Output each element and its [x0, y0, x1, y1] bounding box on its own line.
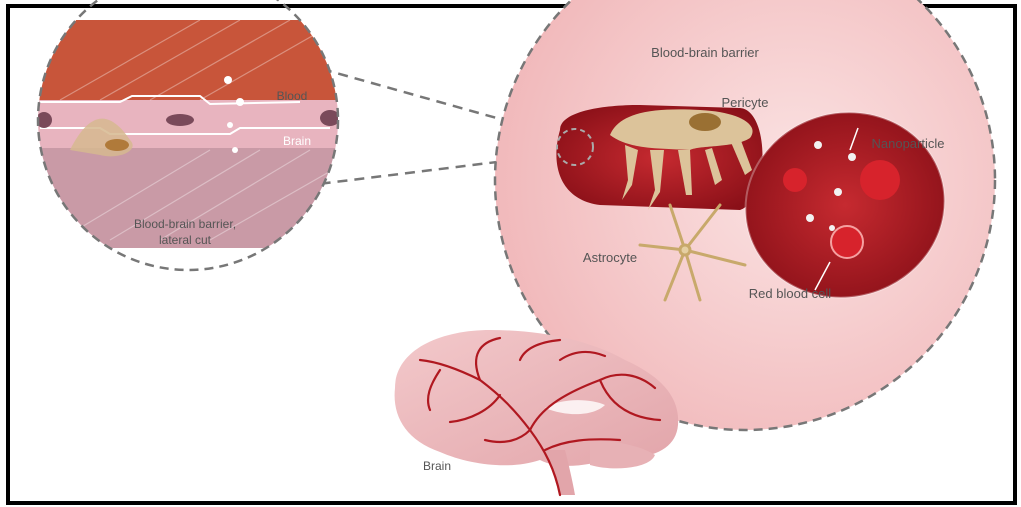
- label-astrocyte: Astrocyte: [583, 250, 637, 265]
- label-brain: Brain: [423, 459, 451, 473]
- label-blood: Blood: [277, 89, 308, 103]
- red-blood-cell: [860, 160, 900, 200]
- label-nanoparticle: Nanoparticle: [872, 136, 945, 151]
- label-brain-inset: Brain: [283, 134, 311, 148]
- label-lateral-cut-line2: lateral cut: [159, 233, 212, 247]
- label-lateral-cut-line1: Blood-brain barrier,: [134, 217, 236, 231]
- label-red-blood-cell: Red blood cell: [749, 286, 831, 301]
- label-pericyte: Pericyte: [722, 95, 769, 110]
- label-blood-brain-barrier: Blood-brain barrier: [651, 45, 759, 60]
